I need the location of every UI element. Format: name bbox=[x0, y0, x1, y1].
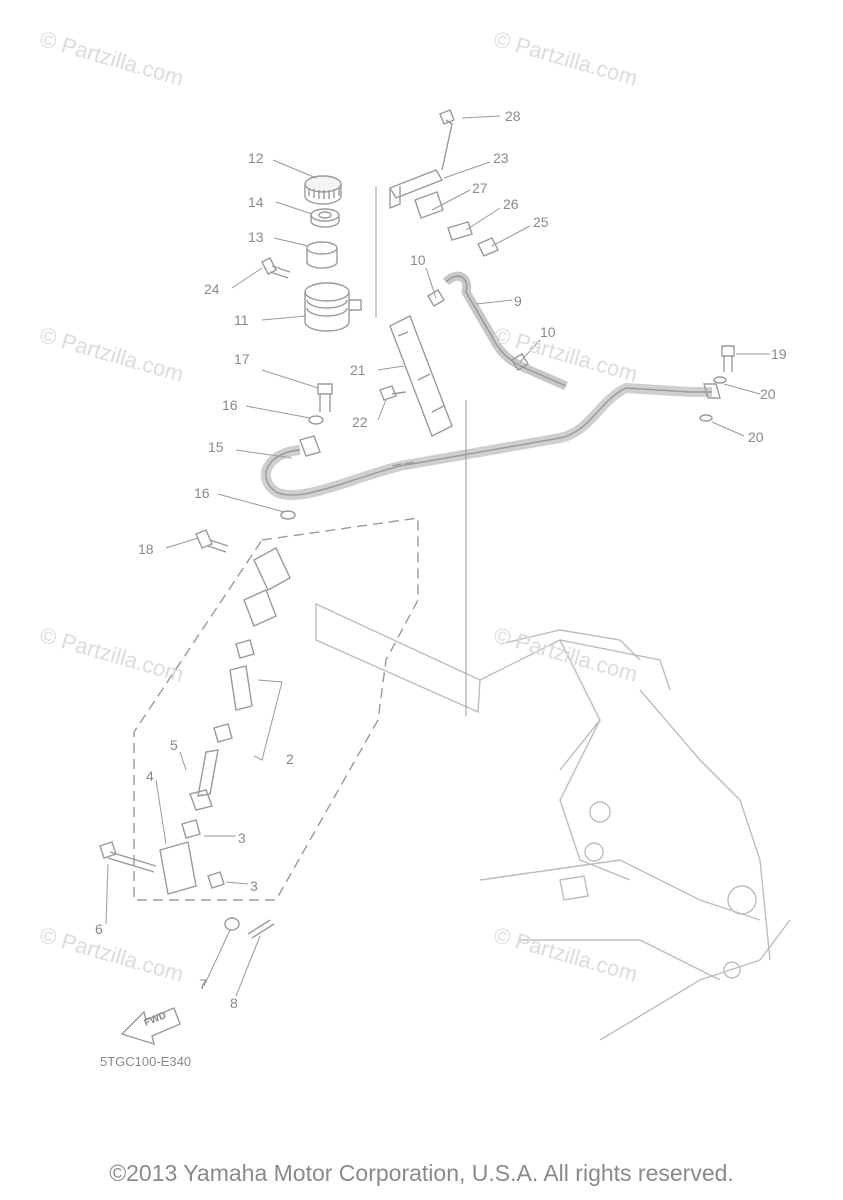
bolt-24 bbox=[261, 257, 291, 279]
callout-5: 5 bbox=[170, 737, 178, 753]
callout-10: 10 bbox=[540, 324, 556, 340]
bracket-assembly bbox=[388, 109, 499, 257]
callout-17: 17 bbox=[234, 351, 250, 367]
callout-22: 22 bbox=[352, 414, 368, 430]
callout-2: 2 bbox=[286, 751, 294, 767]
callout-13: 13 bbox=[248, 229, 264, 245]
diagram-code: 5TGC100-E340 bbox=[100, 1054, 192, 1069]
callout-10: 10 bbox=[410, 252, 426, 268]
washer-16a bbox=[308, 415, 324, 425]
leader-lines bbox=[105, 115, 770, 997]
callout-9: 9 bbox=[514, 293, 522, 309]
callout-14: 14 bbox=[248, 194, 264, 210]
callout-26: 26 bbox=[503, 196, 519, 212]
callout-3: 3 bbox=[250, 878, 258, 894]
callout-27: 27 bbox=[472, 180, 488, 196]
fwd-arrow bbox=[120, 1007, 181, 1046]
master-cylinder bbox=[159, 547, 291, 895]
callout-19: 19 bbox=[771, 346, 787, 362]
guard-bracket bbox=[379, 315, 453, 437]
callout-8: 8 bbox=[230, 995, 238, 1011]
callout-24: 24 bbox=[204, 281, 220, 297]
callout-20: 20 bbox=[760, 386, 776, 402]
reservoir-hose bbox=[427, 271, 568, 391]
bolt-18 bbox=[195, 529, 229, 553]
callout-15: 15 bbox=[208, 439, 224, 455]
callout-23: 23 bbox=[493, 150, 509, 166]
callout-28: 28 bbox=[505, 108, 521, 124]
reservoir-cap bbox=[304, 175, 342, 205]
callout-4: 4 bbox=[146, 768, 154, 784]
callout-6: 6 bbox=[95, 921, 103, 937]
master-cylinder-outline bbox=[133, 517, 419, 901]
cotter-pin-8 bbox=[247, 919, 275, 939]
callout-7: 7 bbox=[199, 976, 207, 992]
callout-21: 21 bbox=[350, 362, 366, 378]
callout-12: 12 bbox=[248, 150, 264, 166]
callout-16: 16 bbox=[222, 397, 238, 413]
diaphragm bbox=[306, 241, 338, 269]
union-bolt-17 bbox=[317, 383, 333, 412]
callout-16: 16 bbox=[194, 485, 210, 501]
callout-18: 18 bbox=[138, 541, 154, 557]
brake-hose bbox=[260, 382, 721, 501]
callout-11: 11 bbox=[234, 312, 249, 328]
reservoir bbox=[304, 282, 362, 332]
copyright-notice: ©2013 Yamaha Motor Corporation, U.S.A. A… bbox=[109, 1160, 734, 1186]
bolt-6 bbox=[99, 841, 157, 873]
frame bbox=[315, 602, 791, 1041]
callout-25: 25 bbox=[533, 214, 549, 230]
callout-20: 20 bbox=[748, 429, 764, 445]
callout-3: 3 bbox=[238, 830, 246, 846]
union-bolt-19 bbox=[699, 345, 735, 422]
diaphragm-plate bbox=[310, 208, 340, 228]
washer-16b bbox=[280, 510, 296, 520]
washer-7 bbox=[224, 917, 240, 931]
